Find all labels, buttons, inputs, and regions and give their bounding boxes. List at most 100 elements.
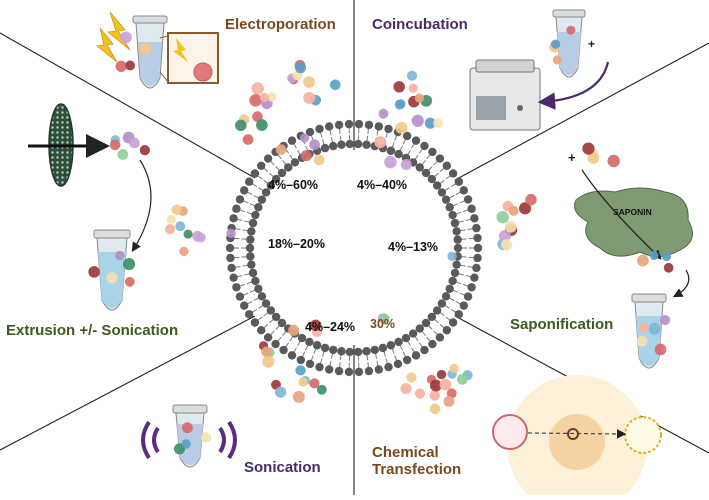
cargo-vesicle-dot bbox=[439, 379, 451, 391]
cargo-vesicle-dot bbox=[88, 266, 100, 278]
cargo-vesicle-dot bbox=[309, 139, 320, 150]
cargo-vesicle-dot bbox=[457, 374, 468, 385]
method-label-chemical-line1: Chemical bbox=[372, 444, 461, 461]
cargo-vesicle-dot bbox=[125, 61, 135, 71]
cargo-vesicle-dot bbox=[415, 388, 425, 398]
cargo-vesicle-dot bbox=[167, 215, 176, 224]
cargo-vesicle-dot bbox=[293, 391, 305, 403]
cargo-vesicle-dot bbox=[115, 251, 124, 260]
arrow-icon bbox=[133, 160, 151, 250]
cargo-vesicle-dot bbox=[118, 149, 129, 160]
cargo-vesicle-dot bbox=[295, 365, 305, 375]
cargo-vesicle-dot bbox=[116, 61, 127, 72]
cargo-vesicle-dot bbox=[288, 325, 299, 336]
method-label-chemical-transfection: Chemical Transfection bbox=[372, 444, 461, 478]
cargo-vesicle-dot bbox=[450, 364, 459, 373]
cargo-vesicle-dot bbox=[374, 136, 386, 148]
cargo-vesicle-dot bbox=[566, 26, 575, 35]
pct-chemical-transfection: 30% bbox=[370, 317, 395, 331]
cargo-vesicle-dot bbox=[395, 122, 407, 134]
cargo-vesicle-dot bbox=[412, 115, 424, 127]
vesicle-membrane bbox=[226, 120, 482, 376]
cargo-vesicle-dot bbox=[140, 145, 150, 155]
svg-text:+: + bbox=[588, 37, 595, 51]
cargo-vesicle-dot bbox=[125, 277, 135, 287]
cargo-vesicle-dot bbox=[139, 43, 151, 55]
cargo-vesicle-dot bbox=[509, 206, 519, 216]
cargo-vesicle-dot bbox=[551, 40, 560, 49]
cargo-vesicle-dot bbox=[637, 336, 648, 347]
cargo-vesicle-dot bbox=[650, 251, 659, 260]
cargo-vesicle-dot bbox=[330, 79, 341, 90]
cargo-vesicle-dot bbox=[314, 154, 325, 165]
cargo-vesicle-dot bbox=[401, 383, 412, 394]
cargo-vesicle-dot bbox=[655, 344, 667, 356]
cargo-vesicle-dot bbox=[409, 84, 418, 93]
cargo-vesicle-dot bbox=[437, 370, 446, 379]
tube-icon bbox=[632, 294, 666, 368]
chemical-transfection-illustration bbox=[493, 375, 661, 495]
cargo-vesicle-dot bbox=[496, 211, 509, 224]
arrow-icon bbox=[675, 270, 689, 296]
cargo-vesicle-dot bbox=[171, 204, 181, 214]
cargo-vesicle-dot bbox=[235, 120, 246, 131]
method-label-coincubation: Coincubation bbox=[372, 16, 468, 33]
cargo-vesicle-dot bbox=[300, 133, 309, 142]
pct-saponification: 4%–13% bbox=[388, 240, 438, 254]
cargo-vesicle-dot bbox=[430, 404, 441, 415]
method-label-electroporation: Electroporation bbox=[225, 16, 336, 33]
method-label-saponification: Saponification bbox=[510, 316, 613, 333]
cargo-vesicle-dot bbox=[395, 100, 405, 110]
cargo-vesicle-dot bbox=[637, 255, 649, 267]
cargo-vesicle-dot bbox=[298, 377, 307, 386]
cargo-vesicle-dot bbox=[660, 315, 670, 325]
cargo-vesicle-dot bbox=[107, 272, 118, 283]
cargo-vesicle-dot bbox=[443, 396, 454, 407]
cargo-vesicle-dot bbox=[505, 221, 517, 233]
cargo-vesicle-dot bbox=[393, 81, 404, 92]
saponin-blob bbox=[575, 188, 693, 257]
pct-coincubation: 4%–40% bbox=[357, 178, 407, 192]
cargo-vesicle-dot bbox=[276, 144, 287, 155]
cargo-vesicle-dot bbox=[260, 93, 269, 102]
pct-sonication: 4%–24% bbox=[305, 320, 355, 334]
cargo-vesicle-dot bbox=[401, 159, 412, 170]
pct-electroporation: 4%–60% bbox=[268, 178, 318, 192]
cargo-vesicle-dot bbox=[553, 55, 562, 64]
cargo-vesicle-dot bbox=[110, 140, 121, 151]
cargo-vesicle-dot bbox=[301, 150, 312, 161]
cargo-vesicle-dot bbox=[129, 138, 140, 149]
coincubation-illustration: + bbox=[470, 10, 608, 130]
cargo-vesicle-dot bbox=[664, 263, 674, 273]
cargo-vesicle-dot bbox=[165, 224, 175, 234]
cargo-vesicle-dot bbox=[582, 142, 594, 154]
cargo-vesicle-dot bbox=[123, 258, 135, 270]
method-label-extrusion: Extrusion +/- Sonication bbox=[6, 322, 178, 339]
cargo-vesicle-dot bbox=[262, 355, 274, 367]
electroporation-illustration bbox=[97, 12, 218, 88]
cargo-vesicle-dot bbox=[384, 156, 396, 168]
cargo-vesicle-dot bbox=[249, 94, 261, 106]
cargo-vesicle-dot bbox=[303, 92, 315, 104]
cargo-vesicle-dot bbox=[433, 118, 443, 128]
cargo-vesicle-dot bbox=[649, 323, 661, 335]
cargo-vesicle-dot bbox=[415, 93, 424, 102]
cargo-vesicle-dot bbox=[447, 252, 456, 261]
cargo-vesicle-dot bbox=[275, 387, 286, 398]
cargo-vesicle-dot bbox=[179, 247, 188, 256]
cargo-vesicle-dot bbox=[295, 62, 306, 73]
cargo-vesicle-dot bbox=[182, 422, 193, 433]
pct-extrusion: 18%–20% bbox=[268, 237, 325, 251]
cargo-vesicle-dot bbox=[608, 155, 620, 167]
cargo-vesicle-dot bbox=[175, 221, 185, 231]
cargo-vesicle-dot bbox=[379, 109, 389, 119]
cargo-vesicle-dot bbox=[252, 82, 264, 94]
cargo-vesicle-dot bbox=[662, 252, 671, 261]
cargo-vesicle-dot bbox=[303, 76, 315, 88]
cargo-vesicle-dot bbox=[243, 134, 254, 145]
svg-text:+: + bbox=[568, 150, 576, 165]
cargo-vesicle-dot bbox=[501, 239, 512, 250]
cargo-vesicle-dot bbox=[181, 439, 190, 448]
cargo-vesicle-dot bbox=[196, 233, 205, 242]
